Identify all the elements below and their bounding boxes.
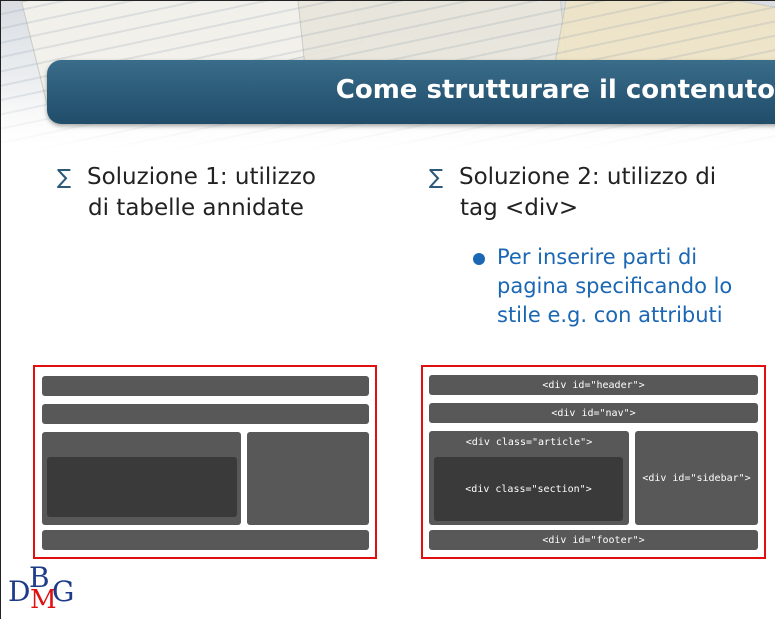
sub-bullet-text: Per inserire parti di pagina specificand…	[475, 243, 775, 330]
sub-bullet-line: stile e.g. con attributi	[497, 303, 723, 327]
bullet-text: Soluzione 2: utilizzo di	[459, 164, 717, 190]
div-tags-layout-diagram: <div id="header"> <div id="nav"> <div cl…	[421, 365, 766, 559]
layout-block-nav	[42, 404, 369, 424]
sub-bullet: Per inserire parti di pagina specificand…	[473, 243, 775, 330]
sub-bullet-line: Per inserire parti di	[497, 245, 698, 269]
bullet-text: di tabelle annidate	[88, 195, 304, 221]
sub-bullet-line: pagina specificando lo	[497, 274, 733, 298]
div-header-block: <div id="header">	[429, 375, 758, 395]
div-section-block: <div class="section">	[434, 457, 623, 521]
logo-letter: B	[29, 561, 50, 594]
logo-letter: M	[30, 585, 57, 615]
dot-bullet-icon	[473, 253, 485, 265]
bullet-text: Soluzione 1: utilizzo	[87, 164, 316, 190]
layout-block-header	[42, 376, 369, 396]
nested-tables-layout-diagram	[33, 365, 377, 559]
slide-title: Come strutturare il contenuto	[335, 75, 775, 105]
bullet-text: tag <div>	[460, 195, 579, 221]
bullet-solution-1: ∑ Soluzione 1: utilizzo di tabelle annida…	[57, 162, 367, 224]
sigma-bullet-icon: ∑	[57, 165, 72, 189]
layout-block-section	[47, 457, 237, 517]
div-nav-block: <div id="nav">	[429, 403, 758, 423]
div-footer-block: <div id="footer">	[429, 530, 758, 550]
title-bar: Come strutturare il contenuto	[47, 60, 775, 124]
bullet-solution-2: ∑ Soluzione 2: utilizzo di tag <div>	[429, 162, 769, 224]
logo-letter: D	[8, 575, 31, 608]
div-sidebar-block: <div id="sidebar">	[635, 431, 758, 525]
layout-block-footer	[42, 530, 369, 550]
logo-letter: G	[52, 575, 75, 608]
sigma-bullet-icon: ∑	[429, 165, 444, 189]
layout-block-sidebar	[247, 432, 369, 525]
dbmg-logo: D B M G	[8, 561, 98, 615]
